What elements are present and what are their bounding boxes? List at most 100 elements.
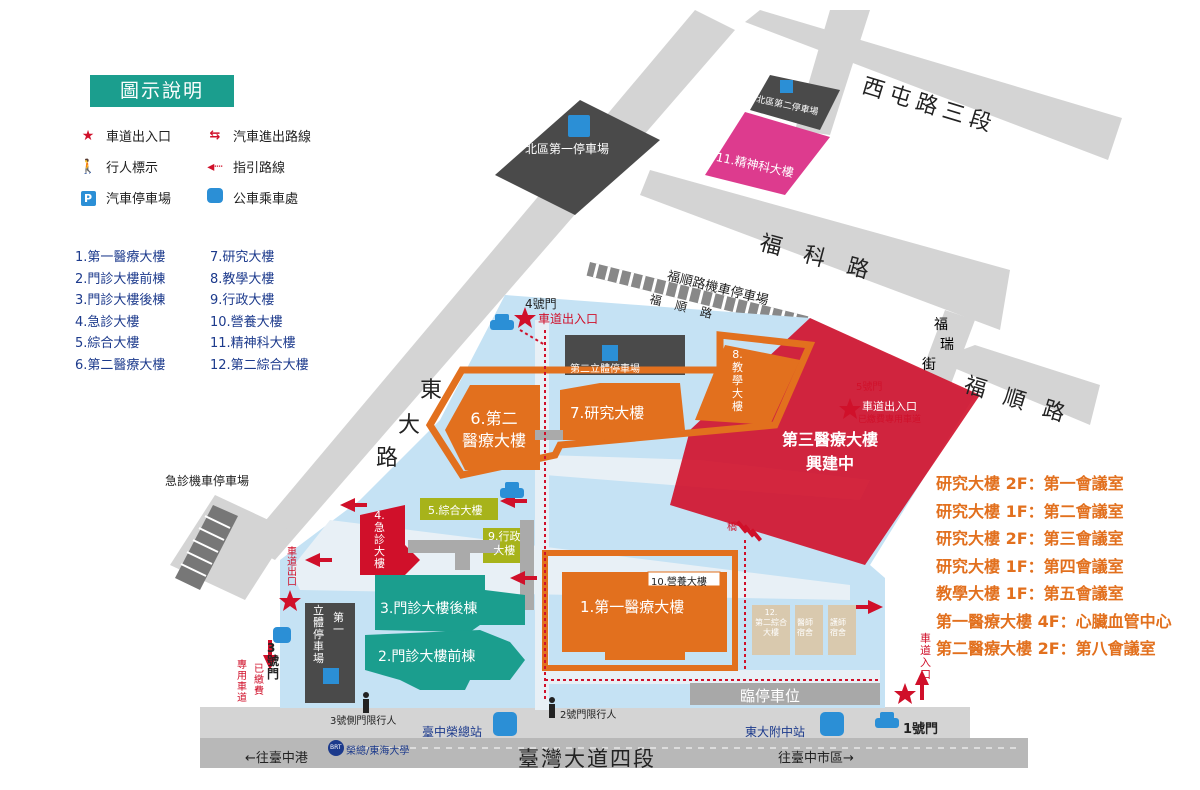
temp-parking-label: 臨停車位 (740, 687, 801, 705)
legend-pedestrian-label: 行人標示 (106, 161, 159, 176)
gate1-entry-label: 車道入口 (920, 632, 931, 681)
brt-badge (328, 740, 344, 756)
third-building-label: 第三醫療大樓興建中 (782, 430, 879, 473)
gate4-entry-label: 車道出入口 (538, 312, 599, 326)
car-icons (490, 314, 899, 728)
legend-entrance-label: 車道出入口 (106, 130, 172, 145)
building-8-label: 8.教學大樓 (732, 348, 743, 413)
brt-badge-label: BRT (330, 744, 342, 751)
list-item: 3.門診大樓後棟 (75, 293, 166, 309)
bus-stop-icons (273, 627, 844, 736)
gate3-side-label: 3號側門限行人 (330, 716, 397, 727)
star-icon: ★ (81, 127, 95, 144)
legend-bus: 公車乘車處 (205, 188, 298, 207)
building-11 (705, 112, 830, 195)
list-item: 11.精神科大樓 (210, 336, 296, 352)
bridge-marker (735, 520, 763, 542)
list-item: 第二醫療大樓 2F：第八會議室 (936, 639, 1156, 658)
list-item: 教學大樓 1F：第五會議室 (936, 584, 1124, 603)
to-downtown: 往臺中市區→ (778, 751, 854, 766)
building-1-label: 1.第一醫療大樓 (580, 598, 685, 616)
brt-label: 榮總/東海大學 (346, 746, 410, 757)
north-parking-1 (495, 100, 660, 215)
building-3-label: 3.門診大樓後棟 (380, 601, 478, 617)
fuke-road (640, 170, 1010, 330)
building-7 (560, 383, 685, 440)
second-stereo-parking-label: 第二立體停車場 (570, 364, 640, 375)
first-stereo-parking (305, 603, 355, 703)
list-item: 7.研究大樓 (210, 250, 275, 265)
list-item: 1.第一醫療大樓 (75, 250, 166, 265)
legend-guide: ◂┈ 指引路線 (205, 157, 286, 177)
road-label-furui: 福瑞街 (922, 317, 954, 373)
gate5-entry-label: 車道出入口 (862, 400, 917, 413)
building-5 (420, 498, 498, 520)
list-item: 9.行政大樓 (210, 293, 275, 309)
to-taichung-port: ←往臺中港 (245, 751, 308, 766)
legend-car-route: ⇆ 汽車進出路線 (205, 126, 311, 145)
nurse-dorm (828, 605, 856, 655)
car-route-arrows (263, 494, 929, 700)
guide-outline-south (542, 550, 738, 671)
road-label-taiwan-blvd: 臺灣大道四段 (518, 747, 656, 771)
list-item: 研究大樓 1F：第二會議室 (936, 501, 1124, 521)
building-4-label: 4.急診大樓 (374, 509, 385, 570)
legend-guide-label: 指引路線 (233, 161, 286, 176)
list-item: 6.第二醫療大樓 (75, 357, 166, 373)
building-10-label: 10.營養大樓 (651, 577, 707, 588)
doctor-dorm (795, 605, 823, 655)
north-parking-1-label: 北區第一停車場 (525, 142, 610, 156)
guide-route (519, 329, 880, 700)
building-8 (695, 345, 800, 425)
building-2-label: 2.門診大樓前棟 (378, 649, 476, 665)
legend-car-route-label: 汽車進出路線 (233, 130, 312, 145)
building-12 (752, 605, 790, 655)
er-moto-label: 急診機車停車場 (165, 474, 250, 488)
building-list-right: 7.研究大樓 8.教學大樓 9.行政大樓 10.營養大樓 11.精神科大樓 12… (210, 247, 309, 377)
building-6 (445, 385, 540, 470)
building-list-left: 1.第一醫療大樓 2.門診大樓前棟 3.門診大樓後棟 4.急診大樓 5.綜合大樓… (75, 247, 165, 377)
gate5-note-label: 已繳費專用車道 (858, 415, 922, 425)
legend-pedestrian: 🚶 行人標示 (78, 157, 159, 177)
road-label-dongda-1: 東 (420, 378, 443, 403)
bus-stop-dongda: 東大附中站 (745, 725, 806, 739)
bridge-label: 橋 (727, 522, 737, 533)
building-9-label: 9.行政大樓 (488, 530, 521, 557)
first-stereo-parking-label: 立體停車場 (313, 604, 324, 665)
doctor-dorm-label: 醫師宿舍 (797, 618, 813, 637)
north-parking-2 (750, 75, 840, 130)
bus-stop-taichung: 臺中榮總站 (422, 725, 483, 739)
fushun-road (935, 345, 1100, 425)
fushun-moto-parking (586, 262, 809, 331)
list-item: 8.教學大樓 (210, 271, 275, 287)
legend-title: 圖示說明 (90, 75, 234, 107)
pedestrian-icon: 🚶 (79, 158, 97, 175)
list-item: 10.營養大樓 (210, 314, 283, 330)
gate5-label: 5號門 (856, 382, 883, 393)
parking-icon: P (80, 190, 96, 206)
legend-parking: P 汽車停車場 (78, 188, 171, 207)
building-7-label: 7.研究大樓 (570, 404, 645, 422)
legend-parking-label: 汽車停車場 (106, 192, 172, 207)
bus-icon (207, 188, 223, 203)
list-item: 第一醫療大樓 4F：心臟血管中心 (936, 611, 1172, 631)
er-moto-parking (170, 495, 290, 600)
gate2-label: 2號門限行人 (560, 710, 617, 721)
list-item: 2.門診大樓前棟 (75, 271, 166, 287)
dotted-arrow-icon: ◂┈ (207, 158, 223, 175)
entrance-stars (279, 307, 916, 704)
nurse-dorm-label: 護師宿舍 (830, 618, 846, 637)
road-label-dongda-2: 大 (398, 413, 421, 438)
building-5-label: 5.綜合大樓 (428, 504, 483, 517)
list-item: 研究大樓 2F：第三會議室 (936, 529, 1124, 548)
list-item: 研究大樓 1F：第四會議室 (936, 556, 1124, 576)
pedestrian-icons (363, 692, 555, 718)
first-stereo-first-label: 第一 (333, 611, 344, 636)
temp-parking (690, 683, 880, 705)
list-item: 12.第二綜合大樓 (210, 357, 309, 373)
gate1-label: 1號門 (903, 722, 939, 737)
building-4 (360, 505, 420, 575)
list-item: 研究大樓 2F：第一會議室 (936, 474, 1124, 493)
